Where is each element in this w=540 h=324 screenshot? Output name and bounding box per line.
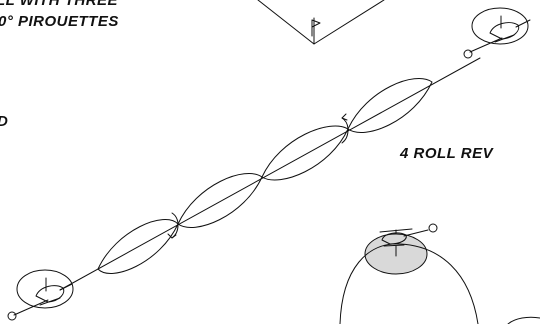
flight-box-outline [257,0,385,45]
roll-lobe-4 [347,78,433,133]
caption-line-1: LL WITH THREE [0,0,119,9]
caption-line-2: 0° PIROUETTES [0,13,119,30]
step-4-label: 4 ROLL REV [400,145,494,162]
helicopter-icon [463,7,531,59]
partial-shape [507,316,540,324]
helicopter-icon [7,269,74,321]
helicopter-icon [379,223,438,247]
flight-path [59,57,481,291]
roll-lobe-2 [177,173,263,228]
caption-line-3: D [0,113,8,130]
flag-icon [311,19,321,37]
rotation-arrow-icon [167,212,179,239]
roll-lobe-3 [261,125,349,181]
rotation-arrow-icon [341,113,349,144]
loop-path [339,243,479,324]
